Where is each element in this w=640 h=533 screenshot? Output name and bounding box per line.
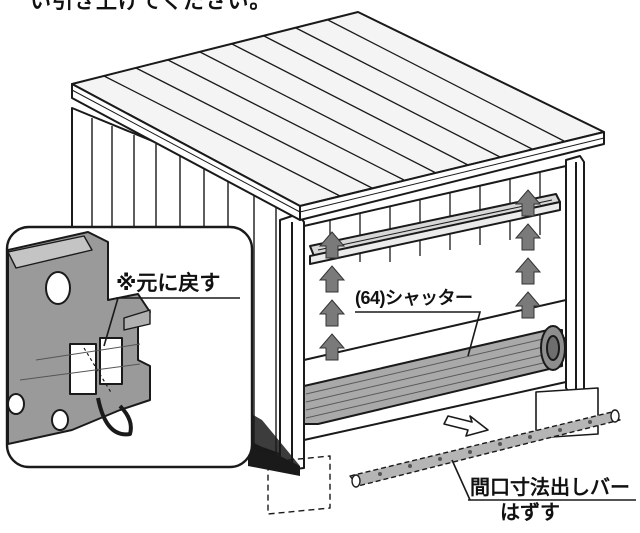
bracket-plate <box>8 231 151 445</box>
shutter-part-label: (64)シャッター <box>355 288 473 308</box>
removal-arrow <box>443 415 489 437</box>
sizing-bar-label: 間口寸法出しバー <box>470 477 630 499</box>
roof-left-edge <box>71 83 301 221</box>
instruction-text-fragment: い引き上げてください。 <box>30 0 272 13</box>
detail-inset <box>5 225 300 476</box>
leader-lines <box>103 297 636 501</box>
restore-note-label: ※元に戻す <box>116 272 221 295</box>
leader-shutter <box>355 311 482 357</box>
bracket-hole <box>45 271 71 305</box>
width-sizing-bar <box>349 409 621 488</box>
lift-arrows-left <box>318 231 346 361</box>
lift-arrows <box>318 189 542 361</box>
foundation-block-front <box>267 455 331 515</box>
sizing-bar-action-label: はずす <box>500 502 560 524</box>
shutter-roll <box>303 325 566 425</box>
lift-arrows-right <box>514 189 542 319</box>
roof <box>71 11 605 221</box>
retaining-hook <box>96 397 133 437</box>
